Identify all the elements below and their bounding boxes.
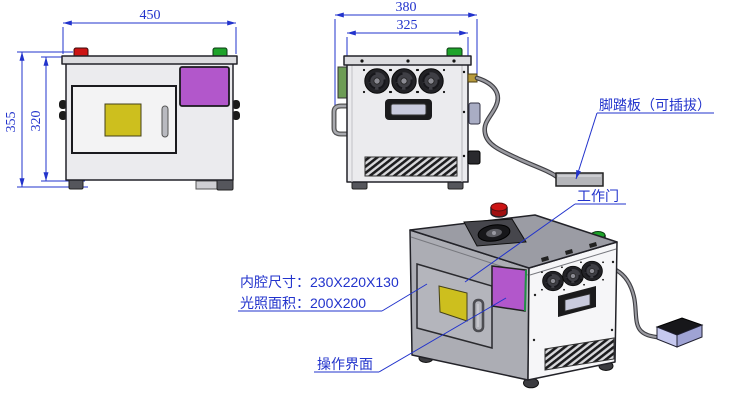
side-foot-pedal	[555, 172, 604, 187]
iso-foot-pedal-side	[676, 324, 703, 348]
iso-vent-grille	[544, 337, 615, 371]
front-lid	[61, 55, 238, 65]
iso-lid-clip	[541, 256, 549, 262]
iso-view	[409, 202, 704, 389]
screw-dot	[610, 328, 614, 332]
screw-dot	[462, 70, 466, 74]
screw-dot	[533, 293, 537, 297]
front-door-handle	[161, 105, 169, 138]
dim-320-label: 320	[29, 111, 44, 132]
front-door	[71, 85, 177, 154]
work-door-leader	[464, 203, 576, 283]
dim-355-label: 355	[4, 112, 19, 133]
front-latch-right	[232, 111, 240, 120]
iso-door-handle	[472, 298, 485, 333]
side-handle-slot-inner	[390, 103, 427, 116]
cavity-leader	[381, 283, 428, 312]
lid-screw	[452, 59, 456, 63]
dim-325-label: 325	[397, 18, 418, 33]
front-door-window	[104, 103, 142, 137]
iso-control-panel-edge	[524, 269, 527, 312]
lid-screw	[406, 59, 410, 63]
lid-screw	[360, 59, 364, 63]
cavity-size-label: 内腔尺寸：230X220X130	[240, 274, 399, 290]
side-connector-black	[467, 150, 481, 165]
front-bracket-right	[195, 180, 218, 190]
side-pedal-cable	[475, 76, 559, 179]
front-view: 450 355 320	[4, 8, 240, 191]
operation-ui-leader	[378, 297, 507, 373]
foot-pedal-leader	[575, 112, 598, 180]
side-dimensions: 380 325	[334, 0, 478, 135]
iso-lid-clip	[589, 242, 597, 248]
iso-red-button	[490, 202, 508, 212]
foot-pedal-label: 脚踏板（可插拔）	[599, 97, 711, 113]
front-latch-right	[232, 100, 240, 109]
screw-dot	[611, 260, 615, 264]
side-carry-handle	[332, 104, 347, 136]
work-door-label: 工作门	[577, 188, 619, 204]
operation-ui-label: 操作界面	[317, 356, 373, 372]
side-carry-handle	[331, 103, 347, 137]
front-latch-left	[59, 111, 67, 120]
iso-handle-slot-inner	[564, 293, 591, 312]
front-control-panel	[179, 66, 230, 107]
side-view: 380 325	[331, 0, 604, 190]
side-pedal-cable	[474, 75, 560, 180]
light-area-label: 光照面积：200X200	[240, 295, 366, 311]
side-vent-grille	[364, 156, 458, 177]
iso-control-panel	[491, 265, 527, 312]
screw-dot	[462, 110, 466, 114]
dim-450-label: 450	[140, 8, 161, 23]
screw-dot	[462, 154, 466, 158]
iso-pedal-cable	[615, 269, 657, 338]
dim-380-label: 380	[396, 0, 417, 15]
iso-foot-pedal	[655, 317, 704, 348]
iso-lid-rim	[529, 248, 617, 276]
iso-lid-clip	[565, 249, 573, 255]
front-latch-left	[59, 100, 67, 109]
iso-top-fan	[492, 231, 496, 235]
screw-dot	[532, 338, 536, 342]
side-connector-gray	[468, 102, 481, 125]
callouts: 脚踏板（可插拔） 工作门 内腔尺寸：230X220X130 光照面积：200X2…	[238, 97, 714, 373]
